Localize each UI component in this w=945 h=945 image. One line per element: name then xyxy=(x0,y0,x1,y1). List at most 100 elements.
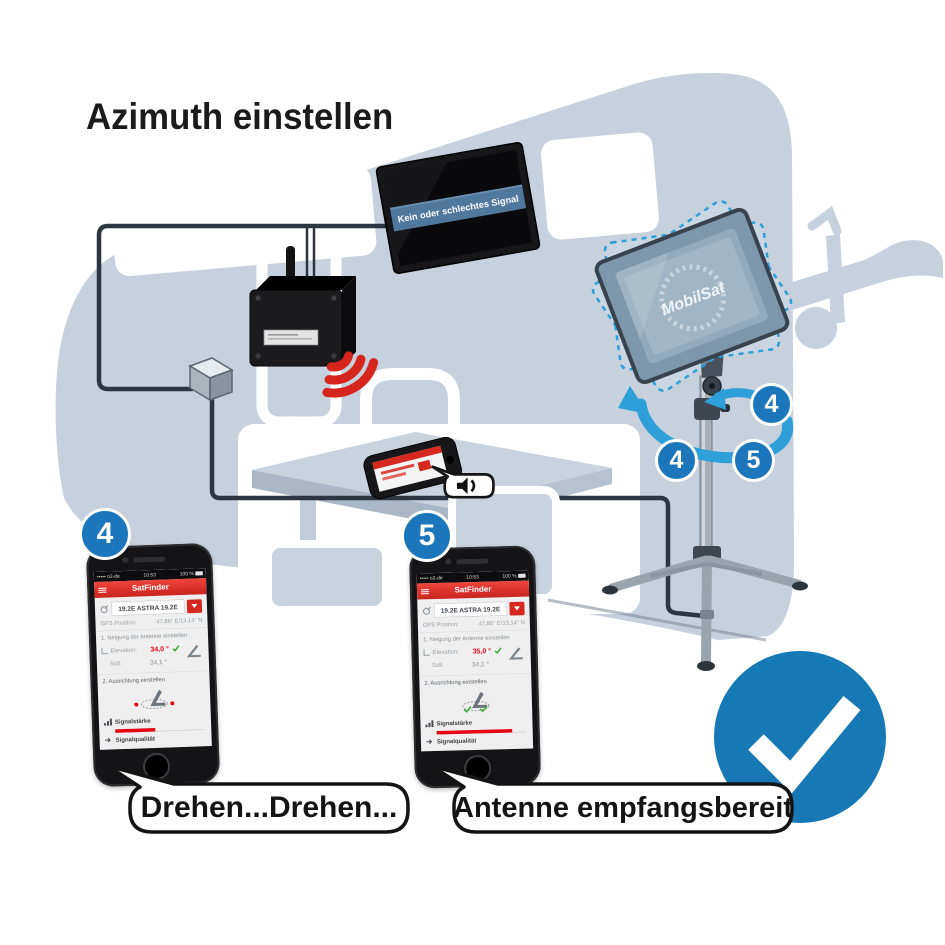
alignment-figure xyxy=(103,684,206,715)
speaker-icon xyxy=(456,477,476,495)
cables xyxy=(96,223,705,619)
angle-icon xyxy=(423,648,431,656)
earpiece-speaker xyxy=(456,558,489,565)
cable-receiver xyxy=(305,226,316,277)
cable-socket-to-antenna xyxy=(209,398,705,619)
front-camera xyxy=(122,556,129,564)
hamburger-menu-icon[interactable] xyxy=(420,588,430,595)
antenna-glyph xyxy=(150,689,166,707)
tv-screen: Kein oder schlechtes Signal xyxy=(375,142,541,274)
phone-screen: ••••• o2-de 10:53 100 % SatFinder 19.2E … xyxy=(416,570,534,752)
jockey-wheel xyxy=(795,307,837,349)
satellite-antenna-panel: MobilSat xyxy=(594,207,790,385)
receiver-antenna-stub xyxy=(286,246,295,280)
battery-icon xyxy=(518,573,526,578)
wall-socket xyxy=(188,357,234,402)
signal-quality-icon xyxy=(426,739,433,745)
bench-seat xyxy=(264,540,390,614)
arrowhead xyxy=(704,388,726,410)
satellite-icon xyxy=(423,606,431,615)
gps-value: 47,86° E/13,14° N xyxy=(478,619,525,627)
angle-icon xyxy=(101,647,109,655)
signal-bars-icon xyxy=(425,720,434,728)
signal-strength-label: Signalstärke xyxy=(114,717,151,726)
earpiece-speaker xyxy=(133,556,166,563)
app-header: SatFinder xyxy=(416,580,530,600)
interior-arch xyxy=(360,368,460,438)
receiver-box xyxy=(249,246,356,367)
step-badge-4: 4 xyxy=(655,439,698,482)
battery-percent: 100 % xyxy=(502,573,517,579)
step-badge-5: 5 xyxy=(732,439,775,482)
step2-label: 2. Ausrichtung einstellen xyxy=(424,678,487,687)
speech-bubble-turning: Drehen...Drehen... xyxy=(106,764,410,834)
cable-tv-to-socket xyxy=(96,223,400,392)
signal-strength-fill xyxy=(436,729,513,735)
inclination-tool-icon xyxy=(508,647,523,660)
front-camera xyxy=(445,558,452,565)
elevation-label: Elevation: xyxy=(110,646,137,654)
smartphone-step5: ••••• o2-de 10:53 100 % SatFinder 19.2E … xyxy=(408,545,542,789)
tow-hitch xyxy=(792,205,943,349)
jockey-crank xyxy=(807,205,842,236)
gps-label: GPS Position: xyxy=(100,619,137,627)
smartphone-step4: ••••• o2-de 10:53 100 % SatFinder 19.2E … xyxy=(85,542,221,788)
check-icon xyxy=(172,645,180,652)
satellite-select[interactable]: 19.2E ASTRA 19.2E xyxy=(111,599,185,616)
tv-signal-banner xyxy=(389,184,527,232)
receiver-label xyxy=(263,329,319,346)
elevation-value: 34,0 ° xyxy=(150,644,169,654)
step-badge-4: 4 xyxy=(79,508,131,560)
carrier-label: ••••• o2-de xyxy=(96,573,120,580)
battery-icon xyxy=(195,571,203,576)
step1-label: 1. Neigung der Antenne einstellen xyxy=(423,634,510,643)
antenna-glyph xyxy=(472,691,488,709)
window-right xyxy=(541,132,659,240)
hamburger-menu-icon[interactable] xyxy=(98,587,107,594)
signal-quality-label: Signalqualität xyxy=(436,736,477,746)
arrowhead xyxy=(618,386,648,414)
elevation-value: 35,0 ° xyxy=(472,646,492,656)
phone-screen: ••••• o2-de 10:53 100 % SatFinder 19.2E … xyxy=(93,568,212,750)
leg-brace xyxy=(649,561,763,578)
check-icon xyxy=(494,647,502,654)
target-value: 34,1 ° xyxy=(471,659,490,668)
step1-label: 1. Neigung der Antenne einstellen xyxy=(100,632,188,642)
signal-strength-fill xyxy=(115,727,156,733)
clock: 10:53 xyxy=(466,574,479,580)
elevation-label: Elevation: xyxy=(432,647,460,656)
gps-label: GPS Position: xyxy=(422,621,459,629)
signal-strength-bar xyxy=(436,726,526,735)
signal-quality-icon xyxy=(105,737,111,743)
aligned-markers xyxy=(463,705,488,713)
table-smartphone xyxy=(363,436,463,500)
step-badge-4: 4 xyxy=(750,383,793,426)
signal-bars-icon xyxy=(104,718,113,726)
signal-strength-label: Signalstärke xyxy=(436,719,473,728)
target-value: 34,1 ° xyxy=(149,657,168,666)
chevron-down-icon[interactable] xyxy=(509,601,525,616)
battery-percent: 100 % xyxy=(179,570,194,577)
target-label: Soll: xyxy=(109,659,122,668)
satellite-icon xyxy=(100,605,109,614)
gps-value: 47,86° E/13,14° N xyxy=(156,617,203,625)
speech-bubble-text: Antenne empfangsbereit xyxy=(453,792,793,824)
clock: 10:53 xyxy=(143,572,157,579)
app-title: SatFinder xyxy=(131,582,169,593)
step2-label: 2. Ausrichtung einstellen xyxy=(102,676,165,685)
speech-bubble-ready: Antenne empfangsbereit xyxy=(430,764,794,834)
rotate-markers xyxy=(134,701,175,707)
inclination-tool-icon xyxy=(186,644,201,658)
tripod xyxy=(602,375,808,671)
wifi-waves-icon xyxy=(322,351,379,398)
satellite-select[interactable]: 19.2E ASTRA 19.2E xyxy=(433,601,508,618)
signal-quality-label: Signalqualität xyxy=(115,734,156,744)
sound-bubble xyxy=(431,465,495,499)
chevron-down-icon[interactable] xyxy=(186,599,203,614)
alignment-figure xyxy=(425,687,528,717)
speech-bubble-text: Drehen...Drehen... xyxy=(141,791,398,824)
page-title: Azimuth einstellen xyxy=(86,96,394,137)
carrier-label: ••••• o2-de xyxy=(419,575,443,582)
